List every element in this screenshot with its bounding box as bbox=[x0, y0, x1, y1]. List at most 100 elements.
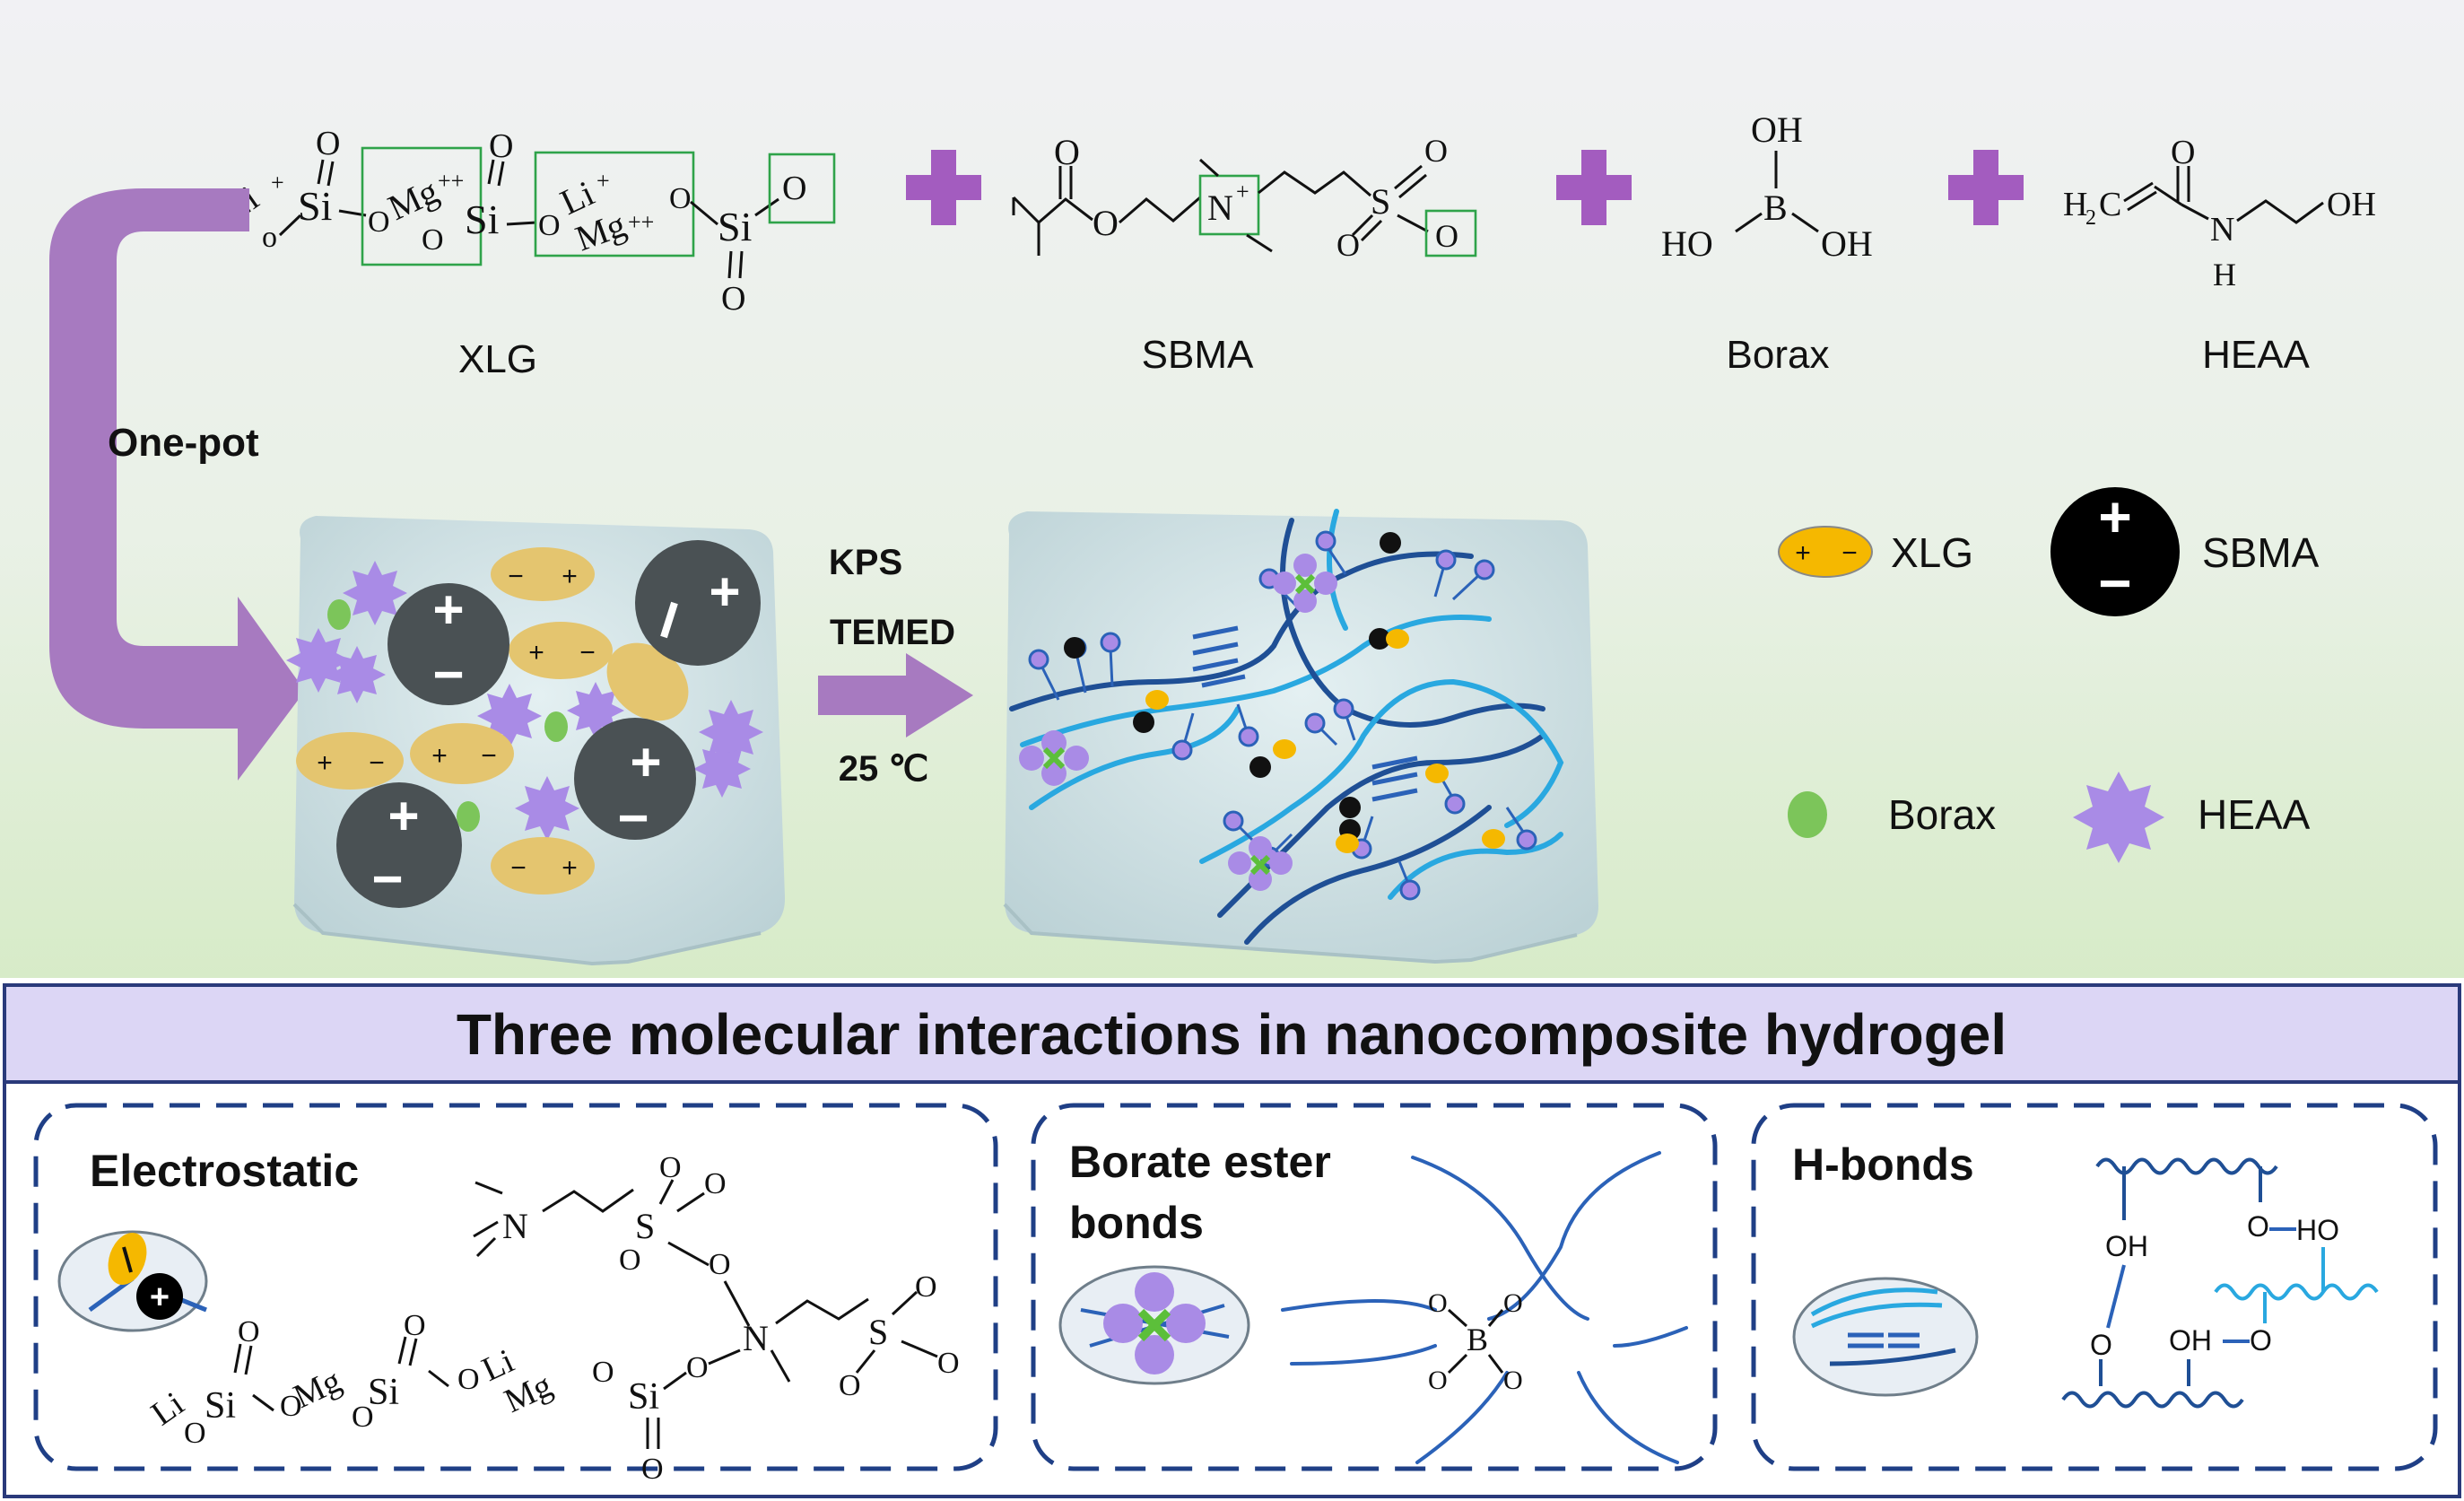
svg-text:O: O bbox=[352, 1401, 374, 1434]
svg-text:O: O bbox=[538, 209, 561, 242]
svg-text:O: O bbox=[782, 170, 806, 207]
h-bonds-schematic bbox=[1792, 1277, 1979, 1397]
svg-text:O: O bbox=[1093, 203, 1119, 243]
heaa-structure: H 2 C O N H OH bbox=[2063, 134, 2376, 292]
svg-text:OH: OH bbox=[2169, 1324, 2212, 1357]
svg-text:−: − bbox=[1841, 538, 1858, 568]
svg-text:OH: OH bbox=[2105, 1230, 2148, 1262]
electrostatic-title: Electrostatic bbox=[90, 1146, 359, 1196]
h-bonds-panel bbox=[1751, 1103, 2438, 1471]
svg-text:B: B bbox=[1763, 188, 1788, 228]
svg-text:O: O bbox=[457, 1363, 480, 1396]
svg-text:−: − bbox=[371, 849, 403, 909]
electrostatic-panel bbox=[33, 1103, 998, 1471]
svg-text:O: O bbox=[2250, 1324, 2272, 1357]
xlg-box-1 bbox=[361, 146, 483, 266]
borax-dot bbox=[457, 801, 480, 832]
svg-text:+: + bbox=[562, 853, 578, 883]
svg-text:O: O bbox=[721, 280, 745, 318]
borate-ester-title-line2: bonds bbox=[1069, 1198, 1204, 1248]
svg-text:O: O bbox=[404, 1309, 426, 1342]
borate-ester-title-line1: Borate ester bbox=[1069, 1137, 1331, 1187]
svg-text:O: O bbox=[280, 1390, 302, 1423]
svg-text:O: O bbox=[839, 1369, 861, 1402]
svg-text:−: − bbox=[508, 562, 524, 591]
electrostatic-schematic: + bbox=[57, 1230, 208, 1332]
xlg-name: XLG bbox=[458, 337, 537, 381]
plus-icon bbox=[906, 150, 981, 225]
svg-text:O: O bbox=[619, 1244, 641, 1277]
svg-text:+: + bbox=[562, 562, 578, 591]
svg-text:+: + bbox=[2098, 484, 2131, 549]
borate-ester-chem: O O B O O bbox=[1281, 1151, 1688, 1464]
svg-text:O: O bbox=[1054, 132, 1080, 172]
svg-text:−: − bbox=[369, 748, 385, 778]
svg-text:HO: HO bbox=[1661, 223, 1713, 264]
svg-text:O: O bbox=[1435, 218, 1458, 254]
svg-text:S: S bbox=[1371, 181, 1390, 222]
svg-text:O: O bbox=[1428, 1366, 1448, 1395]
h-bonds-chem: OH O HO O OH O bbox=[2061, 1157, 2379, 1409]
condition-temperature: 25 ℃ bbox=[839, 749, 929, 789]
svg-text:O: O bbox=[1503, 1366, 1523, 1395]
svg-text:+: + bbox=[432, 580, 464, 640]
borate-node bbox=[1019, 730, 1089, 786]
svg-text:+: + bbox=[1795, 538, 1811, 568]
svg-text:O: O bbox=[937, 1347, 960, 1380]
svg-text:S: S bbox=[868, 1312, 888, 1352]
sbma-o-box bbox=[1424, 209, 1477, 257]
svg-text:O: O bbox=[686, 1351, 709, 1384]
svg-text:H: H bbox=[2063, 186, 2087, 223]
svg-text:N: N bbox=[2210, 211, 2234, 249]
h-bonds-title: H-bonds bbox=[1792, 1139, 1974, 1190]
svg-text:N: N bbox=[502, 1206, 528, 1246]
legend: + − XLG + − SBMA Borax HEAA bbox=[1778, 484, 2320, 863]
svg-text:O: O bbox=[316, 125, 340, 162]
heaa-star-group bbox=[286, 561, 763, 841]
svg-text:−: − bbox=[481, 741, 497, 771]
sbma-n-box bbox=[1198, 174, 1260, 236]
svg-text:−: − bbox=[579, 638, 596, 668]
reaction-arrow bbox=[818, 653, 973, 737]
svg-text:XLG: XLG bbox=[1891, 529, 1973, 576]
svg-text:+: + bbox=[630, 732, 661, 792]
borax-dot bbox=[544, 711, 568, 742]
svg-text:+: + bbox=[596, 168, 610, 194]
svg-text:C: C bbox=[2099, 186, 2121, 223]
svg-text:N: N bbox=[743, 1318, 769, 1358]
svg-text:O: O bbox=[709, 1248, 731, 1281]
svg-text:o: o bbox=[262, 221, 277, 254]
svg-text:OH: OH bbox=[1821, 223, 1873, 264]
svg-text:++: ++ bbox=[628, 209, 654, 235]
svg-text:+: + bbox=[709, 562, 740, 622]
svg-text:−: − bbox=[2098, 551, 2131, 615]
one-pot-arrow bbox=[49, 188, 305, 781]
svg-text:O: O bbox=[2171, 134, 2195, 171]
svg-text:Borax: Borax bbox=[1888, 791, 1996, 838]
condition-catalyst: TEMED bbox=[830, 613, 955, 652]
svg-text:Si: Si bbox=[465, 196, 499, 242]
borax-structure: OH B HO OH bbox=[1661, 109, 1873, 264]
borax-name: Borax bbox=[1727, 333, 1830, 377]
xlg-box-3 bbox=[768, 153, 836, 224]
svg-text:O: O bbox=[489, 127, 513, 165]
legend-item-borax: Borax bbox=[1788, 791, 1996, 838]
legend-item-xlg: + − XLG bbox=[1778, 526, 1973, 578]
svg-text:O: O bbox=[915, 1270, 937, 1304]
svg-text:O: O bbox=[238, 1315, 260, 1348]
panels-container bbox=[3, 1080, 2461, 1498]
svg-text:O: O bbox=[422, 223, 444, 257]
borate-node bbox=[1273, 554, 1337, 613]
precursor-gel-block: − + + − + − + − − + + − + + − bbox=[286, 516, 786, 966]
svg-text:O: O bbox=[1428, 1288, 1448, 1318]
svg-text:2: 2 bbox=[2085, 206, 2096, 230]
sbma-name: SBMA bbox=[1142, 333, 1254, 377]
svg-text:Si: Si bbox=[718, 204, 752, 249]
svg-text:O: O bbox=[659, 1151, 682, 1184]
one-pot-label: One-pot bbox=[108, 421, 259, 465]
sbma-circle-group: + − + + − + − bbox=[336, 540, 761, 909]
borate-ester-schematic bbox=[1058, 1265, 1250, 1385]
svg-text:−: − bbox=[510, 853, 527, 883]
svg-text:++: ++ bbox=[438, 168, 464, 194]
